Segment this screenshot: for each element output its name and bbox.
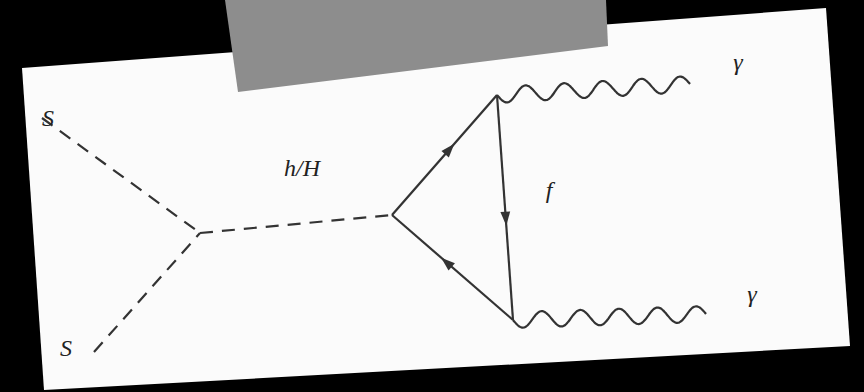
diagram-lines [42,77,706,352]
particle-label: f [546,178,553,202]
particle-label: h/H [284,156,320,180]
tape-strip [225,0,608,92]
particle-label: γ [747,282,756,306]
particle-label: γ [733,50,742,74]
scalar-line [42,118,200,233]
fermion-line [392,215,513,320]
photon-line [497,77,690,103]
fermion-arrow [500,211,510,225]
scalar-line [94,233,200,352]
particle-label: S [60,336,72,360]
photon-line [513,306,706,327]
fermion-arrow [441,258,455,271]
fermion-line [497,95,513,320]
fermion-arrow [441,144,454,158]
fermion-line [392,95,497,215]
scalar-line [200,215,392,233]
particle-label: S [42,106,54,130]
